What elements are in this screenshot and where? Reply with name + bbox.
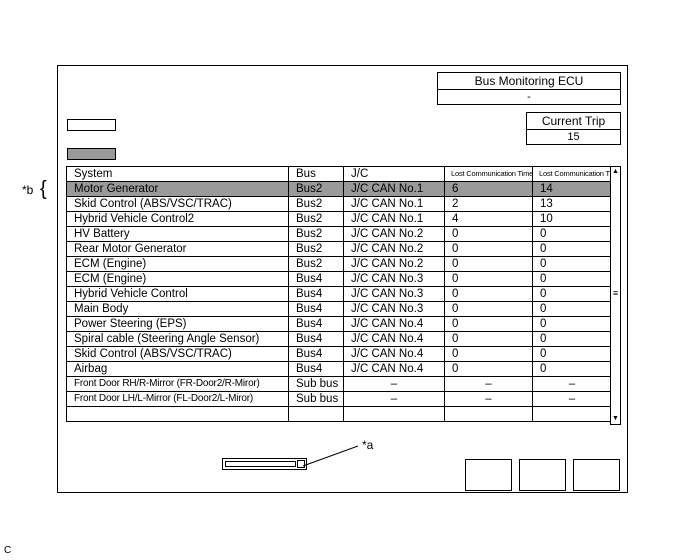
col-header-jc[interactable]: J/C [343, 166, 445, 182]
table-cell: Bus2 [288, 196, 344, 212]
table-cell: Bus2 [288, 181, 344, 197]
function-button-2[interactable] [519, 459, 566, 491]
table-cell: ECM (Engine) [66, 271, 289, 287]
table-cell: J/C CAN No.3 [343, 301, 445, 317]
table-cell: Hybrid Vehicle Control [66, 286, 289, 302]
ecu-info-box: Bus Monitoring ECU - [437, 72, 621, 105]
horizontal-scrollbar[interactable] [222, 458, 307, 470]
blank-white-button[interactable] [67, 119, 116, 131]
table-cell: Bus2 [288, 256, 344, 272]
current-trip-box: Current Trip 15 [526, 112, 621, 145]
scroll-up-icon[interactable]: ▲ [612, 168, 619, 175]
table-cell: Hybrid Vehicle Control2 [66, 211, 289, 227]
table-row[interactable]: Spiral cable (Steering Angle Sensor)Bus4… [66, 331, 612, 347]
blank-gray-button[interactable] [67, 148, 116, 160]
figure-label: C [4, 545, 12, 556]
scroll-track [225, 461, 296, 467]
table-row-empty[interactable] [66, 406, 612, 422]
table-cell: J/C CAN No.2 [343, 256, 445, 272]
function-button-1[interactable] [465, 459, 512, 491]
table-cell: J/C CAN No.3 [343, 286, 445, 302]
scroll-down-icon[interactable]: ▼ [612, 415, 619, 422]
table-header-row: System Bus J/C Lost Communication Time (… [66, 166, 612, 182]
table-cell: Motor Generator [66, 181, 289, 197]
table-cell: Bus4 [288, 316, 344, 332]
table-cell: J/C CAN No.2 [343, 241, 445, 257]
callout-a-label: *a [362, 438, 374, 452]
table-cell: J/C CAN No.4 [343, 361, 445, 377]
scroll-knob[interactable] [297, 460, 305, 468]
callout-b-label: *b [22, 183, 34, 197]
table-row[interactable]: Front Door LH/L-Mirror (FL-Door2/L-Miror… [66, 391, 612, 407]
function-button-3[interactable] [573, 459, 620, 491]
table-cell: 6 [444, 181, 533, 197]
col-header-system[interactable]: System [66, 166, 289, 182]
callout-b-brace: { [40, 178, 47, 200]
scroll-grip-icon[interactable]: ≡ [612, 288, 619, 298]
table-cell: Spiral cable (Steering Angle Sensor) [66, 331, 289, 347]
table-cell: Main Body [66, 301, 289, 317]
table-cell: HV Battery [66, 226, 289, 242]
ecu-title: Bus Monitoring ECU [438, 73, 620, 90]
table-cell: Rear Motor Generator [66, 241, 289, 257]
current-trip-value: 15 [567, 131, 580, 143]
table-cell: J/C CAN No.1 [343, 181, 445, 197]
ecu-value: - [527, 91, 531, 103]
table-cell: J/C CAN No.4 [343, 331, 445, 347]
table-cell: J/C CAN No.2 [343, 226, 445, 242]
vertical-scrollbar[interactable]: ▲ ≡ ▼ [610, 166, 621, 425]
current-trip-title: Current Trip [527, 113, 620, 130]
table-cell: Skid Control (ABS/VSC/TRAC) [66, 346, 289, 362]
